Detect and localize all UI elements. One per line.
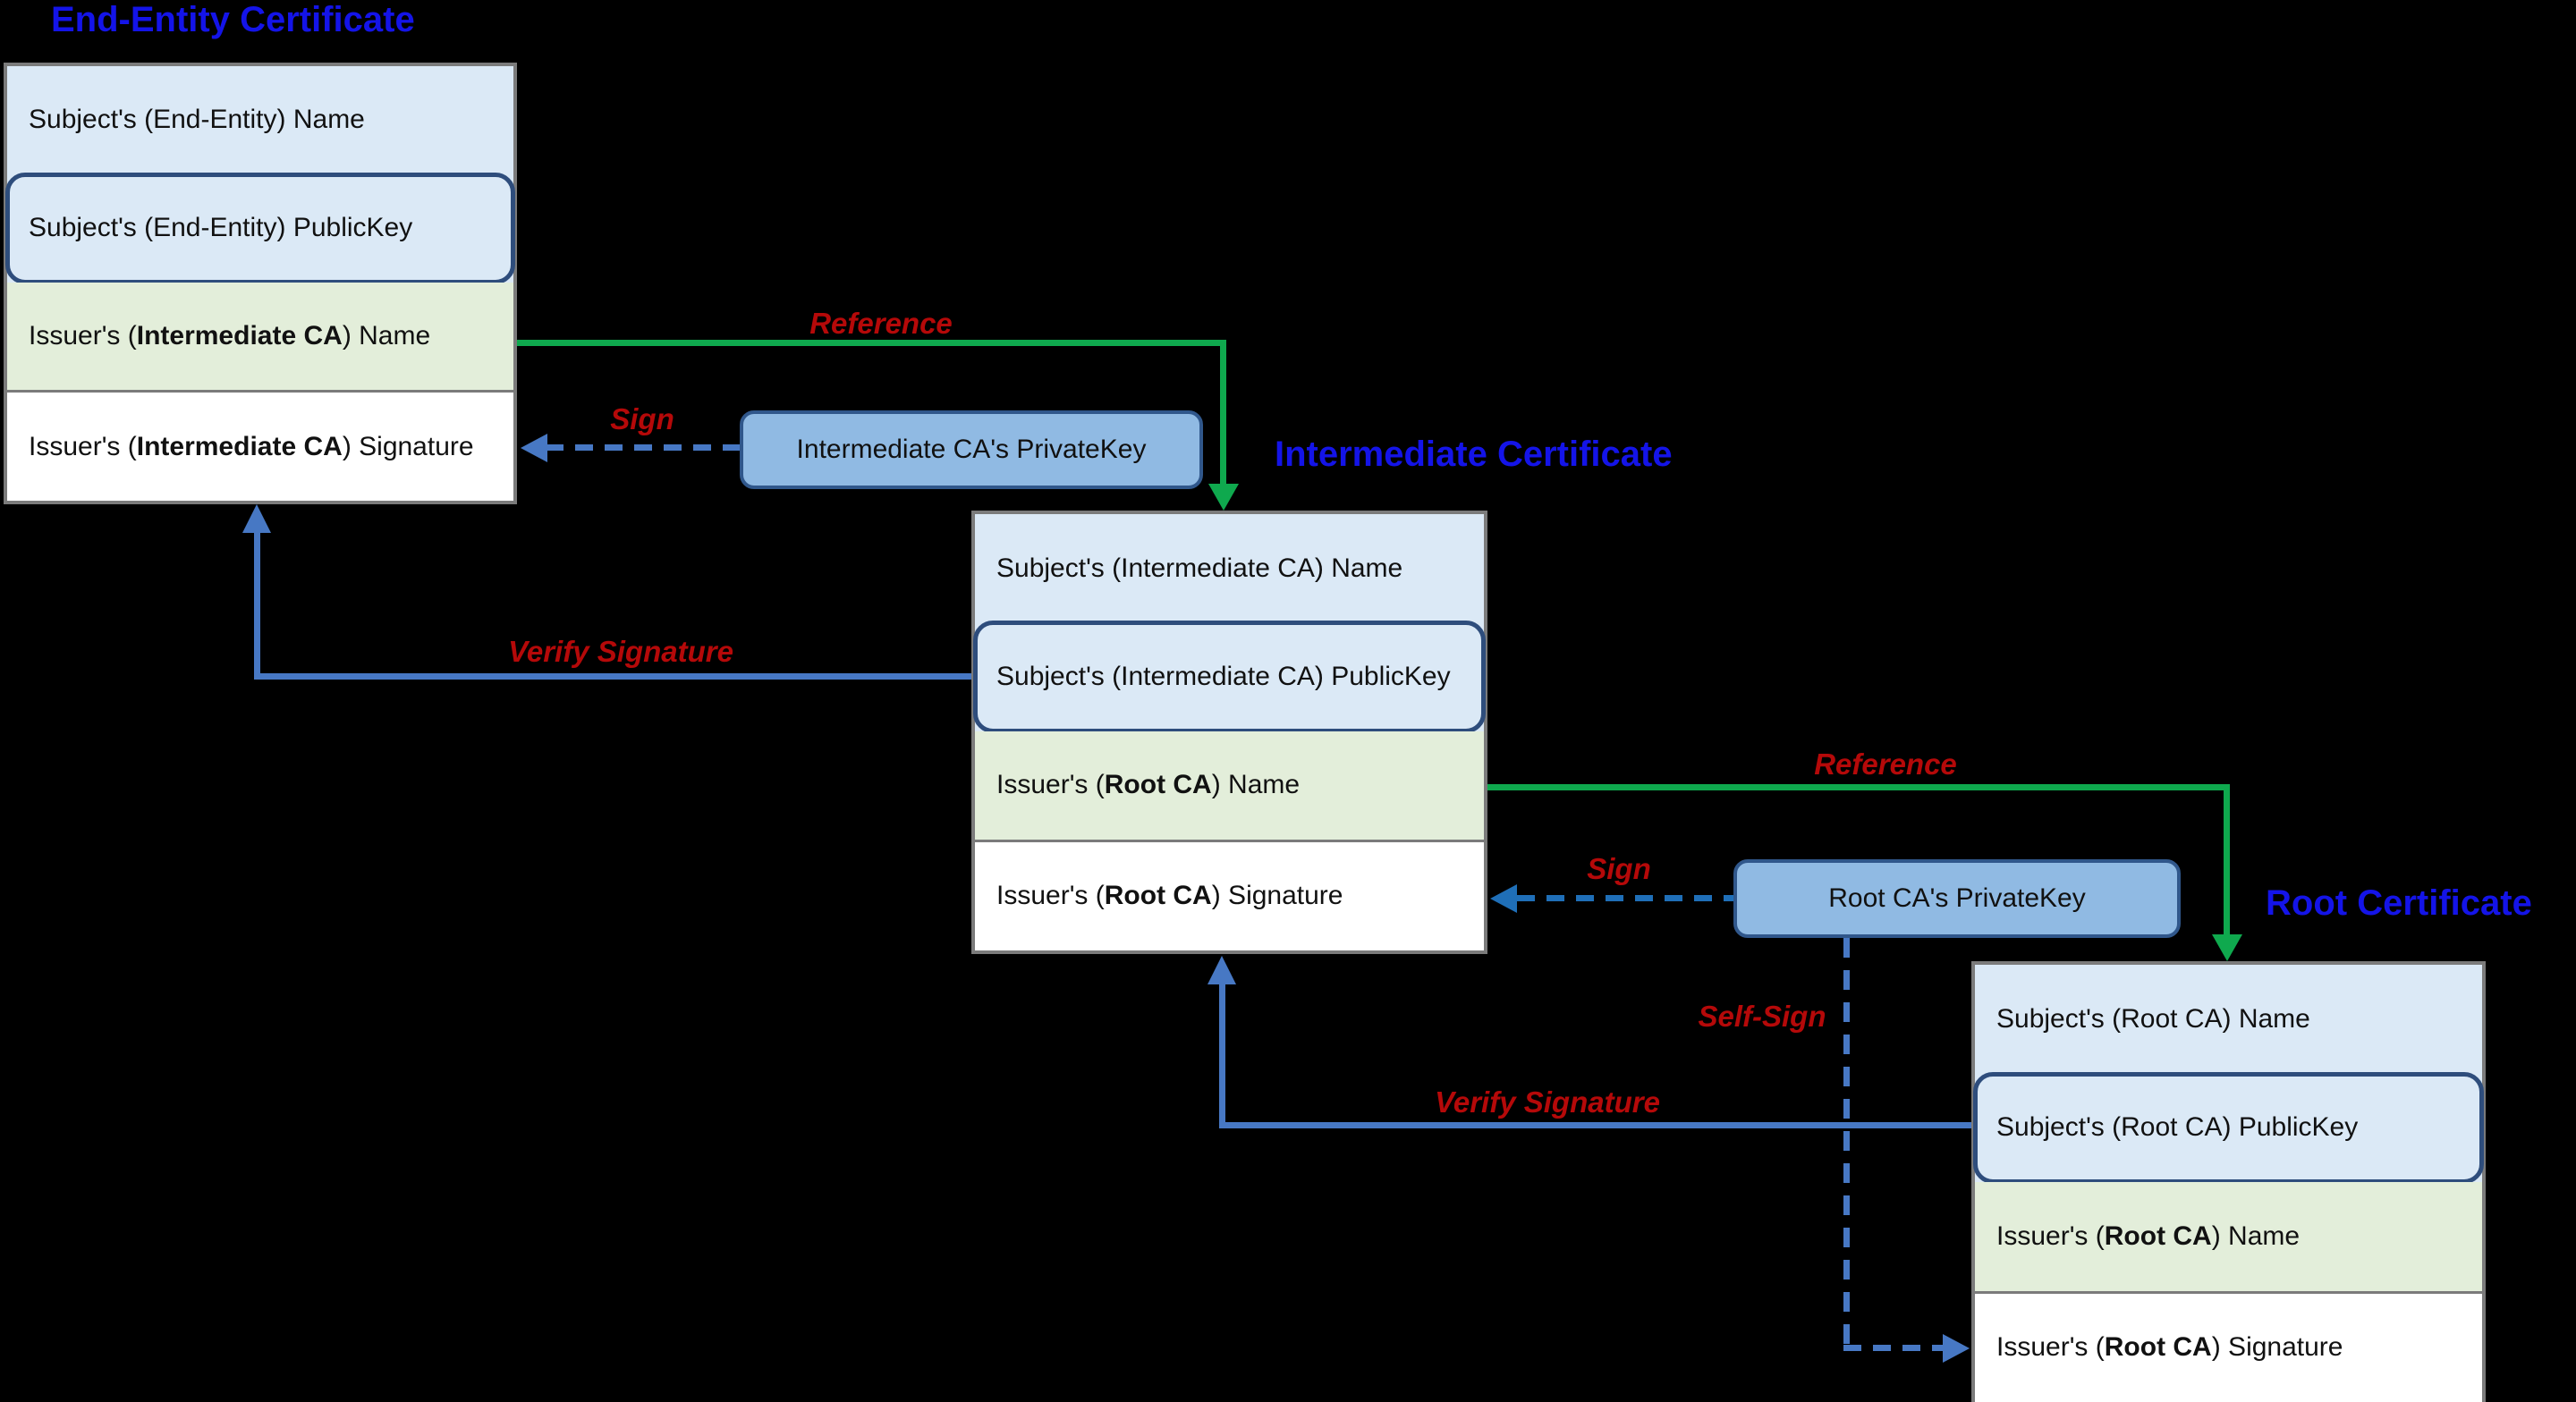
publickey-frame <box>1973 1071 2484 1184</box>
root-subject-name-row: Subject's (Root CA) Name <box>1975 965 2482 1074</box>
verify2-line-vertical <box>1219 983 1225 1128</box>
sign1-label: Sign <box>610 402 674 435</box>
sign2-dashed-line <box>1517 895 1733 901</box>
verify1-line-vertical <box>254 531 260 680</box>
root-certificate-box: Subject's (Root CA) Name Subject's (Root… <box>1971 961 2486 1402</box>
intermediate-ca-privatekey-box: Intermediate CA's PrivateKey <box>740 410 1203 489</box>
sign1-dashed-line <box>546 444 740 451</box>
end-entity-subject-publickey-row: Subject's (End-Entity) PublicKey <box>5 172 515 284</box>
publickey-frame <box>5 172 515 284</box>
reference2-label: Reference <box>1814 747 1957 781</box>
reference2-line-vertical <box>2224 784 2230 934</box>
root-ca-privatekey-box: Root CA's PrivateKey <box>1733 859 2181 938</box>
end-entity-issuer-name-row: Issuer's (Intermediate CA) Name <box>7 282 513 391</box>
reference1-line-vertical <box>1220 340 1226 484</box>
intermediate-ca-privatekey-label: Intermediate CA's PrivateKey <box>796 435 1147 464</box>
verify2-arrowhead-icon <box>1208 956 1236 984</box>
sign2-label: Sign <box>1587 852 1651 885</box>
verify1-arrowhead-icon <box>242 504 271 533</box>
root-ca-privatekey-label: Root CA's PrivateKey <box>1828 883 2086 913</box>
intermediate-certificate-box: Subject's (Intermediate CA) Name Subject… <box>971 511 1487 954</box>
reference1-line-horizontal <box>517 340 1226 346</box>
end-entity-certificate-title: End-Entity Certificate <box>51 0 415 39</box>
intermediate-issuer-name-row: Issuer's (Root CA) Name <box>975 731 1484 840</box>
verify2-label: Verify Signature <box>1435 1085 1660 1119</box>
self-sign-dashed-line-horizontal <box>1843 1345 1944 1351</box>
verify1-label: Verify Signature <box>508 635 733 668</box>
sign1-arrowhead-icon <box>521 434 547 462</box>
intermediate-subject-name-row: Subject's (Intermediate CA) Name <box>975 514 1484 623</box>
self-sign-label: Self-Sign <box>1698 1000 1826 1033</box>
verify1-line-horizontal <box>257 673 971 680</box>
intermediate-subject-publickey-row: Subject's (Intermediate CA) PublicKey <box>973 621 1486 733</box>
intermediate-certificate-title: Intermediate Certificate <box>1275 435 1673 474</box>
end-entity-issuer-signature-row: Issuer's (Intermediate CA) Signature <box>7 390 513 501</box>
intermediate-issuer-signature-row: Issuer's (Root CA) Signature <box>975 839 1484 950</box>
sign2-arrowhead-icon <box>1490 884 1517 913</box>
reference1-arrowhead-icon <box>1208 484 1239 511</box>
publickey-frame <box>973 621 1486 733</box>
root-issuer-name-row: Issuer's (Root CA) Name <box>1975 1182 2482 1291</box>
root-issuer-signature-row: Issuer's (Root CA) Signature <box>1975 1290 2482 1402</box>
end-entity-subject-name-row: Subject's (End-Entity) Name <box>7 66 513 174</box>
reference1-label: Reference <box>809 307 953 340</box>
reference2-arrowhead-icon <box>2212 934 2242 961</box>
reference2-line-horizontal <box>1487 784 2227 790</box>
self-sign-arrowhead-icon <box>1943 1334 1970 1363</box>
end-entity-certificate-box: Subject's (End-Entity) Name Subject's (E… <box>4 63 517 504</box>
root-subject-publickey-row: Subject's (Root CA) PublicKey <box>1973 1071 2484 1184</box>
root-certificate-title: Root Certificate <box>2266 883 2532 923</box>
self-sign-dashed-line-vertical <box>1843 938 1850 1348</box>
verify2-line-horizontal <box>1222 1122 1971 1128</box>
